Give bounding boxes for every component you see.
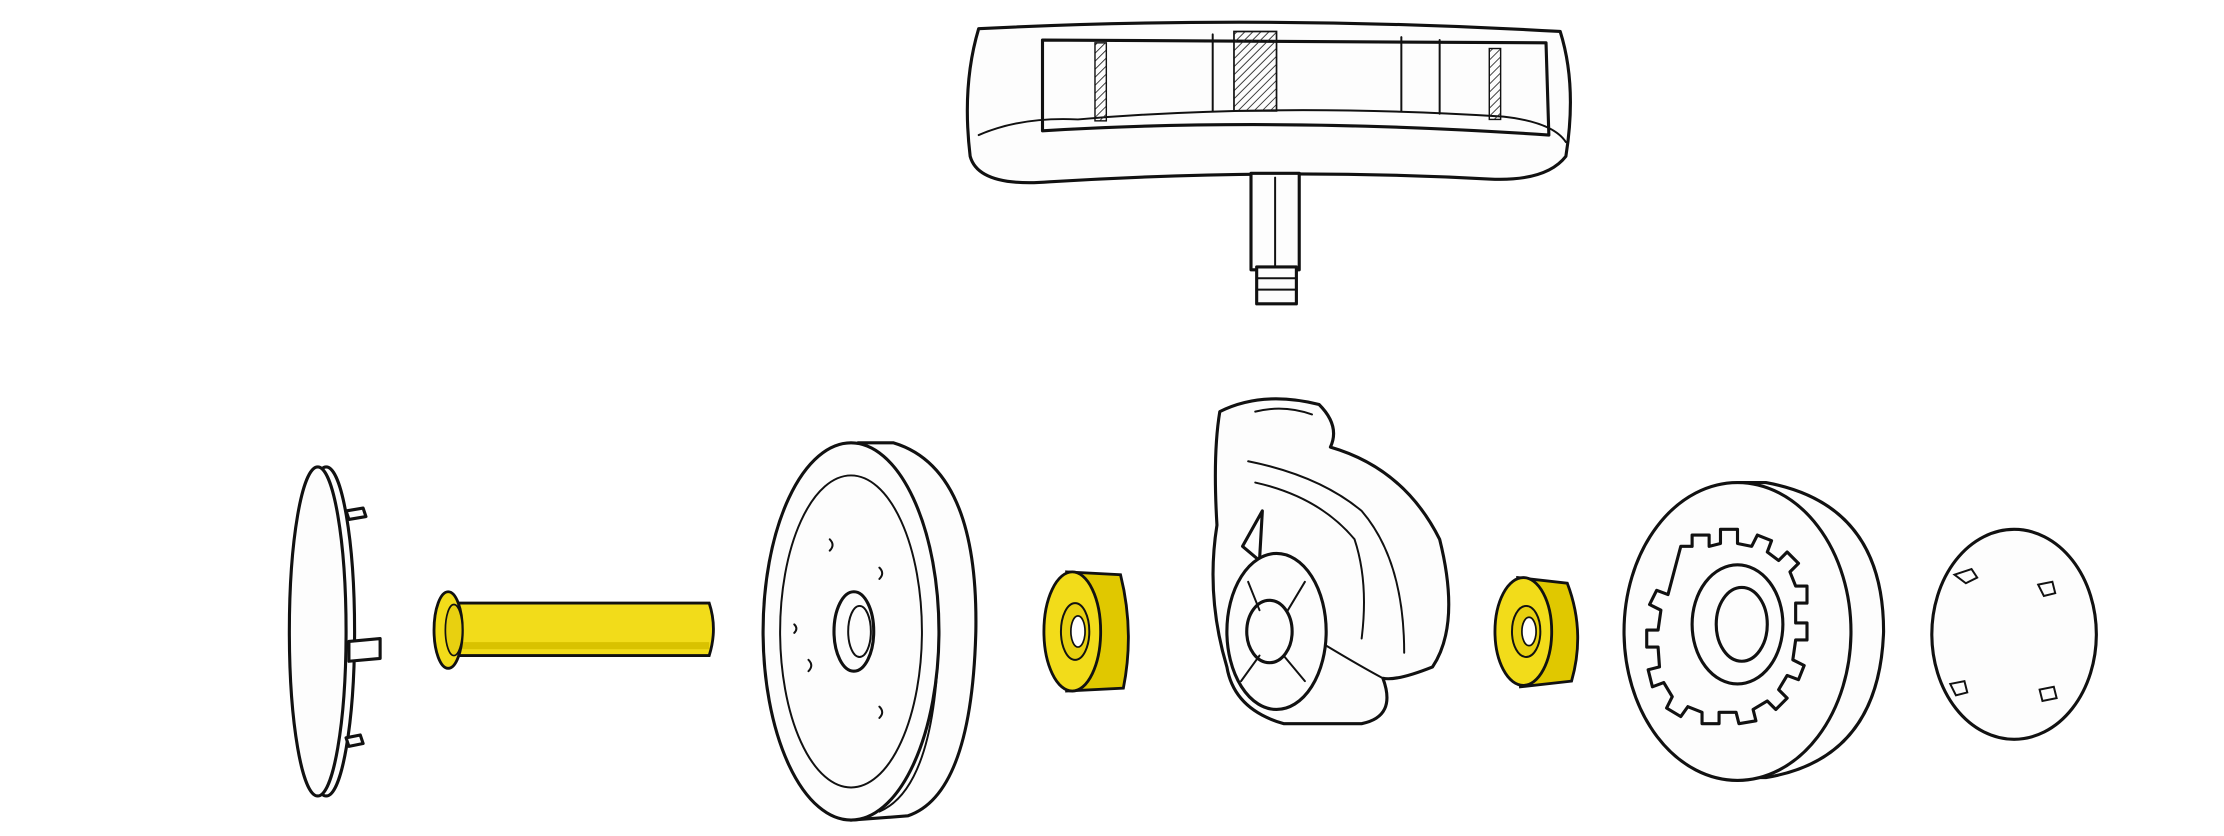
right-cap-part [1930, 527, 2098, 741]
axle-pin-part [432, 590, 715, 670]
caster-fork-part [1211, 397, 1451, 726]
bearing-left-part [1042, 570, 1130, 693]
bearing-right-part [1493, 575, 1580, 689]
wheel-left-part [761, 441, 978, 822]
left-cap-part [287, 465, 382, 798]
wheel-right-part [1622, 480, 1886, 782]
handle-part [965, 20, 1572, 306]
